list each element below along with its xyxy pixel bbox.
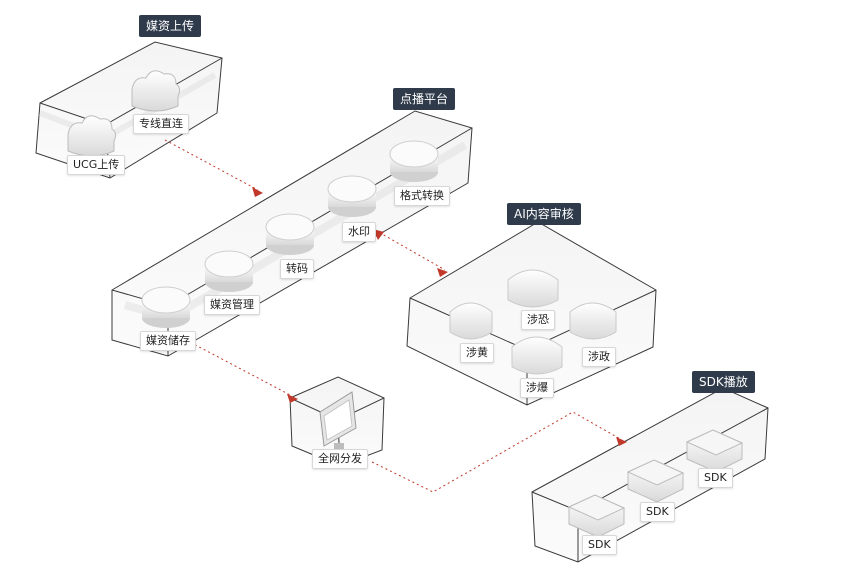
sdk-label-3: SDK [698,468,733,488]
terror-shield-icon [507,269,559,308]
porn-label: 涉黄 [460,343,494,363]
ai-group-title: AI内容审核 [507,203,581,225]
watermark-label: 水印 [342,222,376,242]
upload-to-vod-connector [164,139,259,191]
upload-box [35,41,223,179]
arrow-to-distribute-icon [287,394,298,403]
transcode-label: 转码 [280,259,314,279]
sdk-group-title: SDK播放 [692,371,755,393]
storage-label: 媒资储存 [140,331,196,351]
format-cylinder-icon [389,140,439,182]
politics-shield-icon [569,302,617,340]
arrow-to-vod-icon [252,187,263,197]
transcode-cylinder-icon [265,213,315,255]
sdk-device-icon-1 [567,494,626,538]
distribute-label: 全网分发 [312,449,368,469]
management-label: 媒资管理 [204,295,260,315]
arrow-to-ai-icon [437,268,448,277]
politics-label: 涉政 [582,347,616,367]
storage-cylinder-icon [141,286,191,328]
management-cylinder-icon [204,250,254,292]
flow-connectors [164,139,623,493]
flow-arrows [252,187,627,446]
direct-line-cloud-icon [131,70,181,112]
storage-to-distribute-connector [185,339,293,397]
sdk-device-icon-2 [626,459,685,503]
upload-group-title: 媒资上传 [139,15,202,37]
watermark-cylinder-icon [327,175,377,217]
ucg-cloud-icon [67,115,117,157]
explosion-shield-icon [511,336,563,375]
sdk-label-2: SDK [640,502,675,522]
format-label: 格式转换 [394,186,450,206]
watermark-to-ai-connector [374,229,446,271]
ucg-upload-label: UCG上传 [67,155,126,175]
sdk-label-1: SDK [582,535,617,555]
explosion-label: 涉爆 [520,378,554,398]
direct-line-label: 专线直连 [133,114,189,134]
porn-shield-icon [449,302,493,340]
vod-group-title: 点播平台 [393,88,456,110]
arrow-to-sdk-icon [616,437,627,446]
sdk-device-icon-3 [685,429,744,473]
monitor-icon [319,391,357,449]
terror-label: 涉恐 [521,310,555,330]
